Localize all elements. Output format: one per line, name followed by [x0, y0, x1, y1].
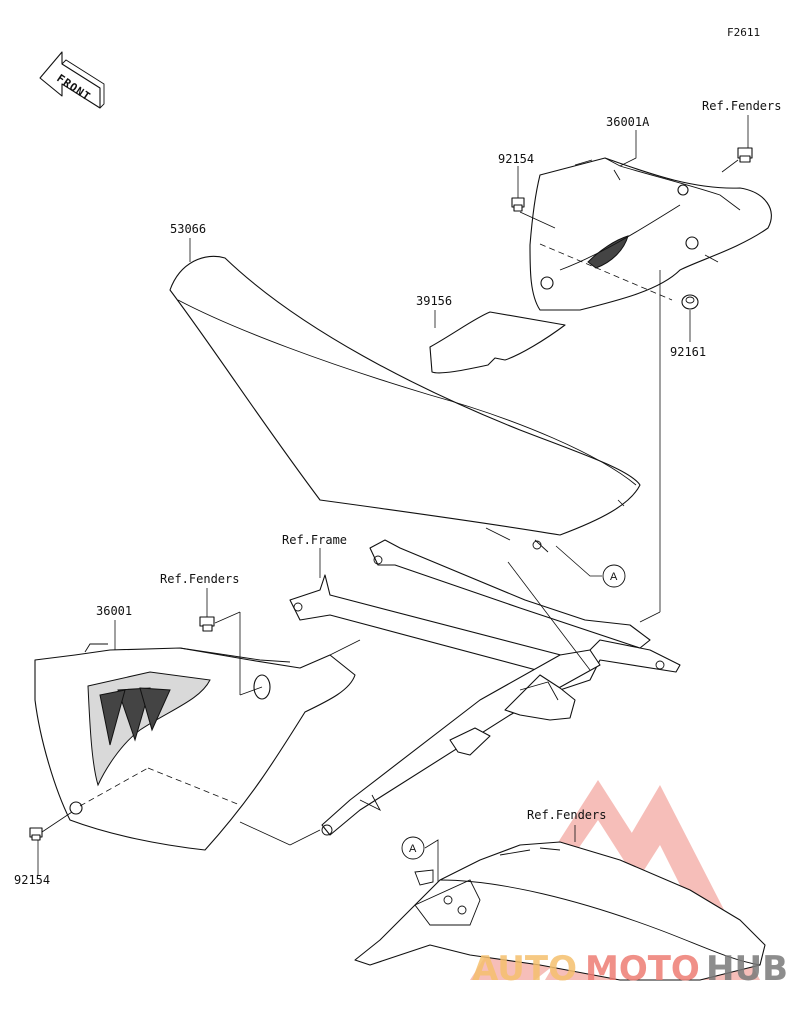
- bolt-left-part: [29, 827, 43, 841]
- seat-part: [169, 255, 641, 553]
- label-ref-fenders-bottom: Ref.Fenders: [527, 808, 606, 822]
- callout-a-lower-label: A: [409, 843, 417, 855]
- label-damper: 92161: [670, 345, 706, 359]
- label-bolt-right: 92154: [498, 152, 534, 166]
- label-seat-pad: 39156: [416, 294, 452, 308]
- label-seat: 53066: [170, 222, 206, 236]
- assembly-lines: [41, 159, 739, 846]
- callout-a-lower: A: [401, 836, 425, 860]
- rear-fender-part: [354, 841, 766, 981]
- label-bolt-left: 92154: [14, 873, 50, 887]
- bolt-top-right-part: [737, 147, 753, 163]
- watermark-word-1: AUTO: [472, 949, 577, 989]
- leader-lines: [37, 115, 749, 882]
- label-ref-fenders-top: Ref.Fenders: [702, 99, 781, 113]
- callout-a-upper-label: A: [610, 571, 618, 583]
- label-left-side-cover: 36001: [96, 604, 132, 618]
- watermark-word-3: HUB: [706, 949, 788, 989]
- seat-pad-part: [429, 311, 566, 374]
- callout-a-upper: A: [602, 564, 626, 588]
- bolt-right-part: [511, 197, 525, 212]
- front-direction-arrow: FRONT: [39, 51, 105, 109]
- bolt-left-ref-part: [199, 616, 215, 632]
- watermark-text: AUTO MOTO HUB: [472, 949, 788, 989]
- figure-code: F2611: [727, 26, 760, 39]
- right-side-cover-part: [529, 157, 772, 311]
- label-ref-fenders-left: Ref.Fenders: [160, 572, 239, 586]
- label-ref-frame: Ref.Frame: [282, 533, 347, 547]
- damper-part: [681, 294, 699, 310]
- left-side-cover-part: [34, 643, 356, 851]
- frame-part: [289, 539, 681, 836]
- label-right-side-cover: 36001A: [606, 115, 650, 129]
- watermark-word-2: MOTO: [585, 949, 700, 989]
